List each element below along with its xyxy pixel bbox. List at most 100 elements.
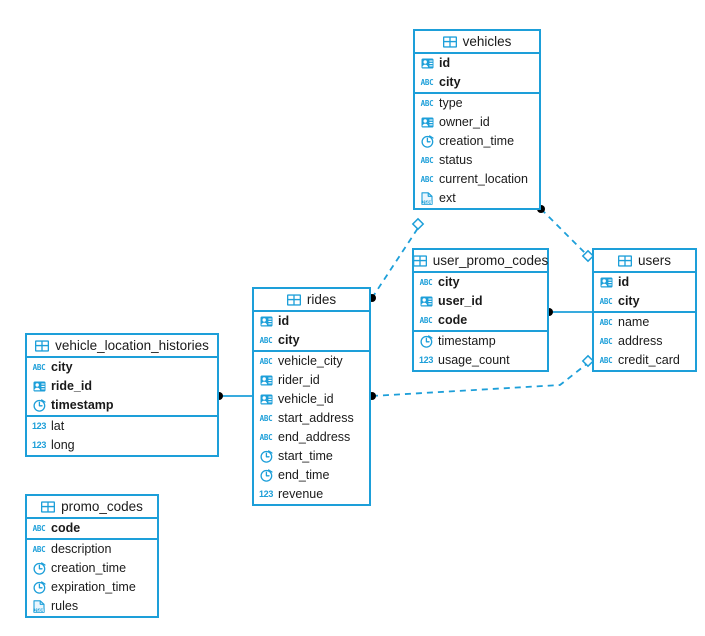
column-name: id — [439, 56, 451, 71]
column-name: vehicle_city — [278, 354, 343, 369]
column-row[interactable]: expiration_time — [27, 578, 157, 597]
id-card-icon — [420, 116, 434, 130]
primary-key-row[interactable]: timestamp — [27, 396, 217, 415]
column-name: owner_id — [439, 115, 490, 130]
clock-icon — [259, 469, 273, 483]
entity-table-header-rides[interactable]: rides — [254, 289, 369, 312]
column-name: start_time — [278, 449, 333, 464]
svg-text:JSON: JSON — [34, 608, 44, 613]
relationship-vehicle_location_histories-rides[interactable] — [215, 392, 252, 400]
column-name: timestamp — [438, 334, 496, 349]
column-row[interactable]: 123 usage_count — [414, 351, 547, 370]
table-icon — [617, 254, 632, 268]
clock-icon — [420, 135, 434, 149]
column-row[interactable]: start_time — [254, 447, 369, 466]
column-name: status — [439, 153, 473, 168]
table-icon — [286, 293, 301, 307]
column-row[interactable]: vehicle_id — [254, 390, 369, 409]
abc-icon: ABC — [32, 544, 46, 554]
clock-icon — [259, 450, 273, 464]
123-icon: 123 — [418, 355, 434, 365]
entity-table-header-promo_codes[interactable]: promo_codes — [27, 496, 157, 519]
id-card-icon — [599, 276, 613, 290]
column-name: creation_time — [51, 561, 127, 576]
abc-icon: ABC — [419, 315, 433, 325]
table-icon — [412, 254, 427, 268]
column-name: end_address — [278, 430, 351, 445]
column-row[interactable]: owner_id — [415, 113, 539, 132]
column-name: id — [618, 275, 630, 290]
column-name: ride_id — [51, 379, 92, 394]
primary-key-row[interactable]: id — [254, 312, 369, 331]
id-card-icon — [419, 295, 433, 309]
primary-key-row[interactable]: id — [415, 54, 539, 73]
abc-icon: ABC — [599, 296, 613, 306]
column-row[interactable]: rider_id — [254, 371, 369, 390]
column-row[interactable]: timestamp — [414, 332, 547, 351]
svg-text:JSON: JSON — [422, 200, 432, 205]
primary-key-row[interactable]: user_id — [414, 292, 547, 311]
entity-table-header-vehicle_location_histories[interactable]: vehicle_location_histories — [27, 335, 217, 358]
entity-table-header-user_promo_codes[interactable]: user_promo_codes — [412, 250, 548, 273]
column-name: usage_count — [438, 353, 510, 368]
column-row[interactable]: creation_time — [415, 132, 539, 151]
relationship-target-diamond — [411, 217, 425, 231]
json-icon: JSON — [420, 192, 434, 206]
primary-key-row[interactable]: ride_id — [27, 377, 217, 396]
table-icon — [442, 35, 457, 49]
entity-table-header-users[interactable]: users — [594, 250, 695, 273]
column-name: description — [51, 542, 112, 557]
column-name: address — [618, 334, 663, 349]
column-row[interactable]: end_time — [254, 466, 369, 485]
column-row[interactable]: ABC description — [27, 540, 157, 559]
relationship-user_promo_codes-users[interactable] — [545, 308, 592, 316]
entity-table-name: promo_codes — [61, 498, 143, 514]
123-icon: 123 — [31, 440, 47, 450]
primary-key-row[interactable]: id — [594, 273, 695, 292]
entity-table-header-vehicles[interactable]: vehicles — [415, 31, 539, 54]
entity-table-name: rides — [306, 291, 337, 307]
table-icon — [41, 500, 56, 514]
clock-icon — [32, 581, 46, 595]
abc-icon: ABC — [259, 356, 273, 366]
column-row[interactable]: ABC vehicle_city — [254, 352, 369, 371]
column-row[interactable]: 123 long — [27, 436, 217, 455]
json-icon: JSON — [32, 600, 46, 614]
column-row[interactable]: creation_time — [27, 559, 157, 578]
abc-icon: ABC — [599, 317, 613, 327]
id-card-icon — [32, 380, 46, 394]
entity-table-name: vehicles — [462, 33, 512, 49]
abc-icon: ABC — [259, 413, 273, 423]
column-name: long — [51, 438, 75, 453]
